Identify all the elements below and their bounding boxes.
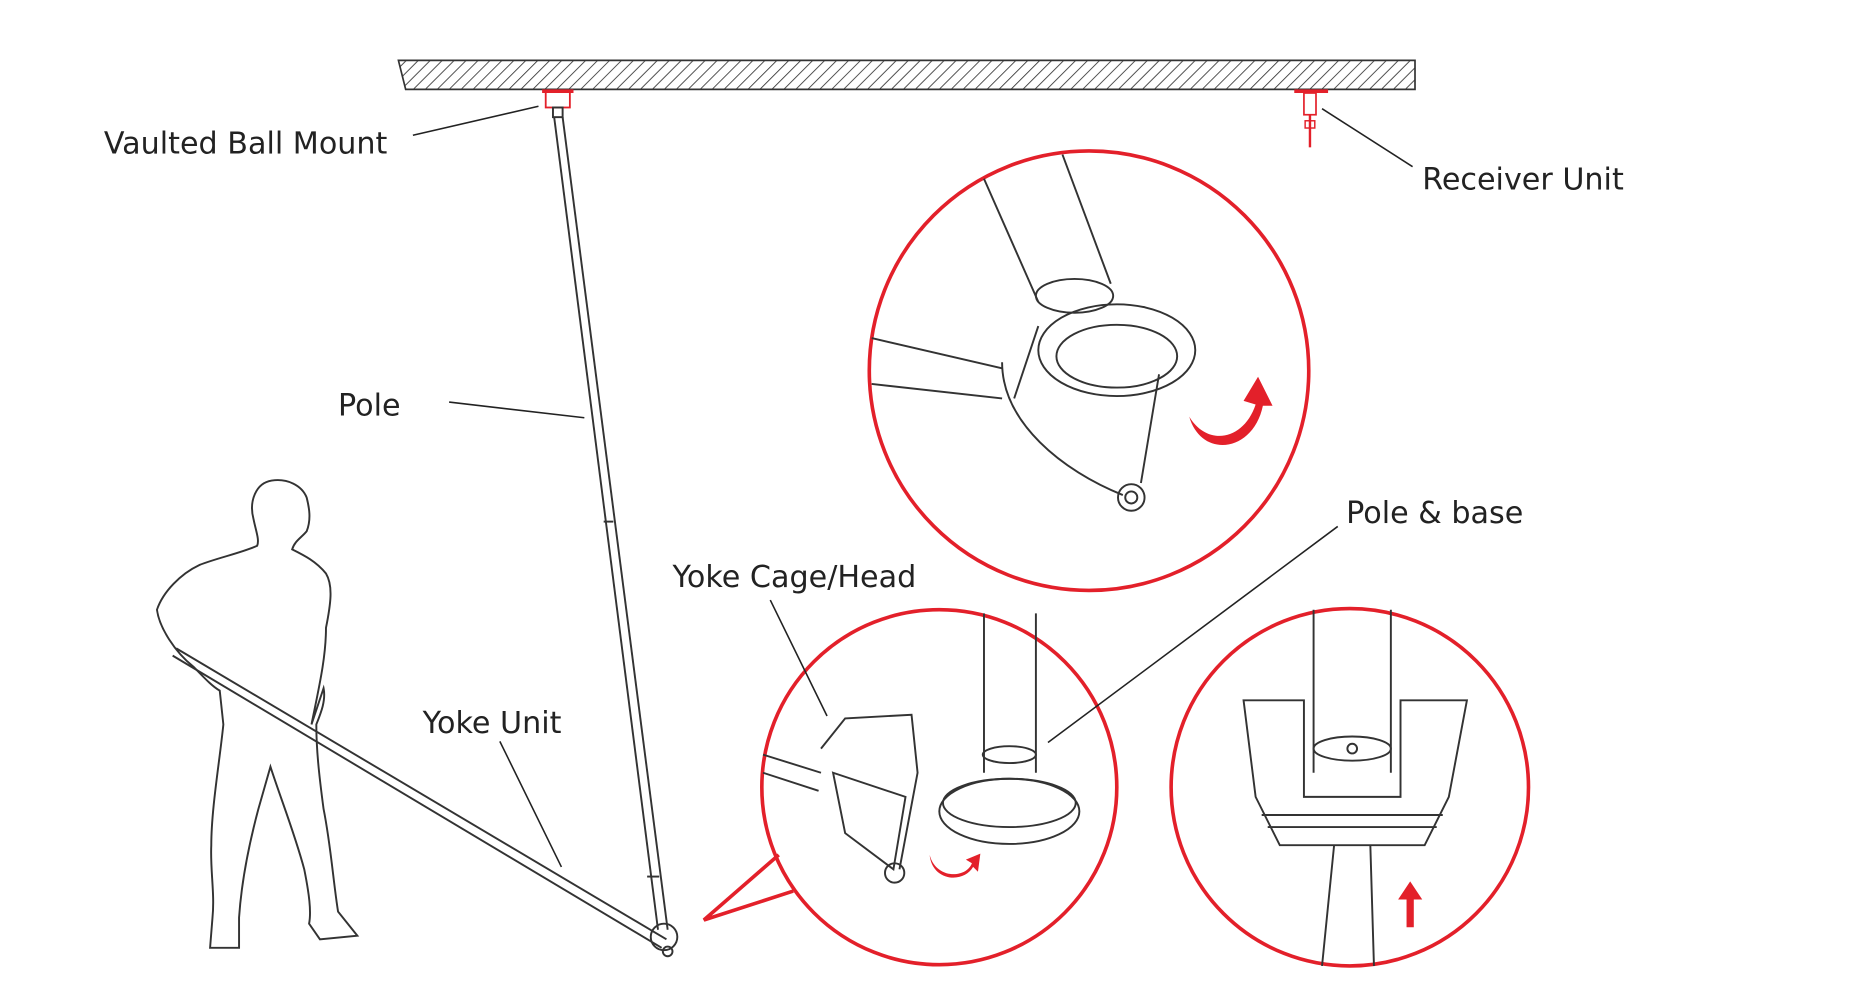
label-receiver-unit: Receiver Unit <box>1422 163 1624 198</box>
leader-lines <box>412 105 1414 868</box>
label-pole-and-base: Pole & base <box>1346 496 1523 531</box>
detail-circle-rotate <box>867 149 1311 593</box>
ceiling <box>397 59 1416 91</box>
detail-circle-yoke-cage <box>702 607 1119 967</box>
rotate-arrow-icon <box>1189 376 1273 445</box>
person-silhouette <box>155 479 360 949</box>
yoke-unit <box>172 647 679 958</box>
rotate-arrow-icon <box>929 853 981 878</box>
label-vaulted-ball-mount: Vaulted Ball Mount <box>104 126 388 161</box>
up-arrow-icon <box>1398 881 1423 928</box>
detail-circle-pole-base <box>1169 606 1531 968</box>
label-pole: Pole <box>338 388 401 423</box>
label-yoke-cage-head: Yoke Cage/Head <box>671 560 916 595</box>
label-yoke-unit: Yoke Unit <box>422 706 562 741</box>
vaulted-ball-mount <box>542 89 574 119</box>
pole <box>553 117 669 930</box>
receiver-unit <box>1294 89 1329 148</box>
